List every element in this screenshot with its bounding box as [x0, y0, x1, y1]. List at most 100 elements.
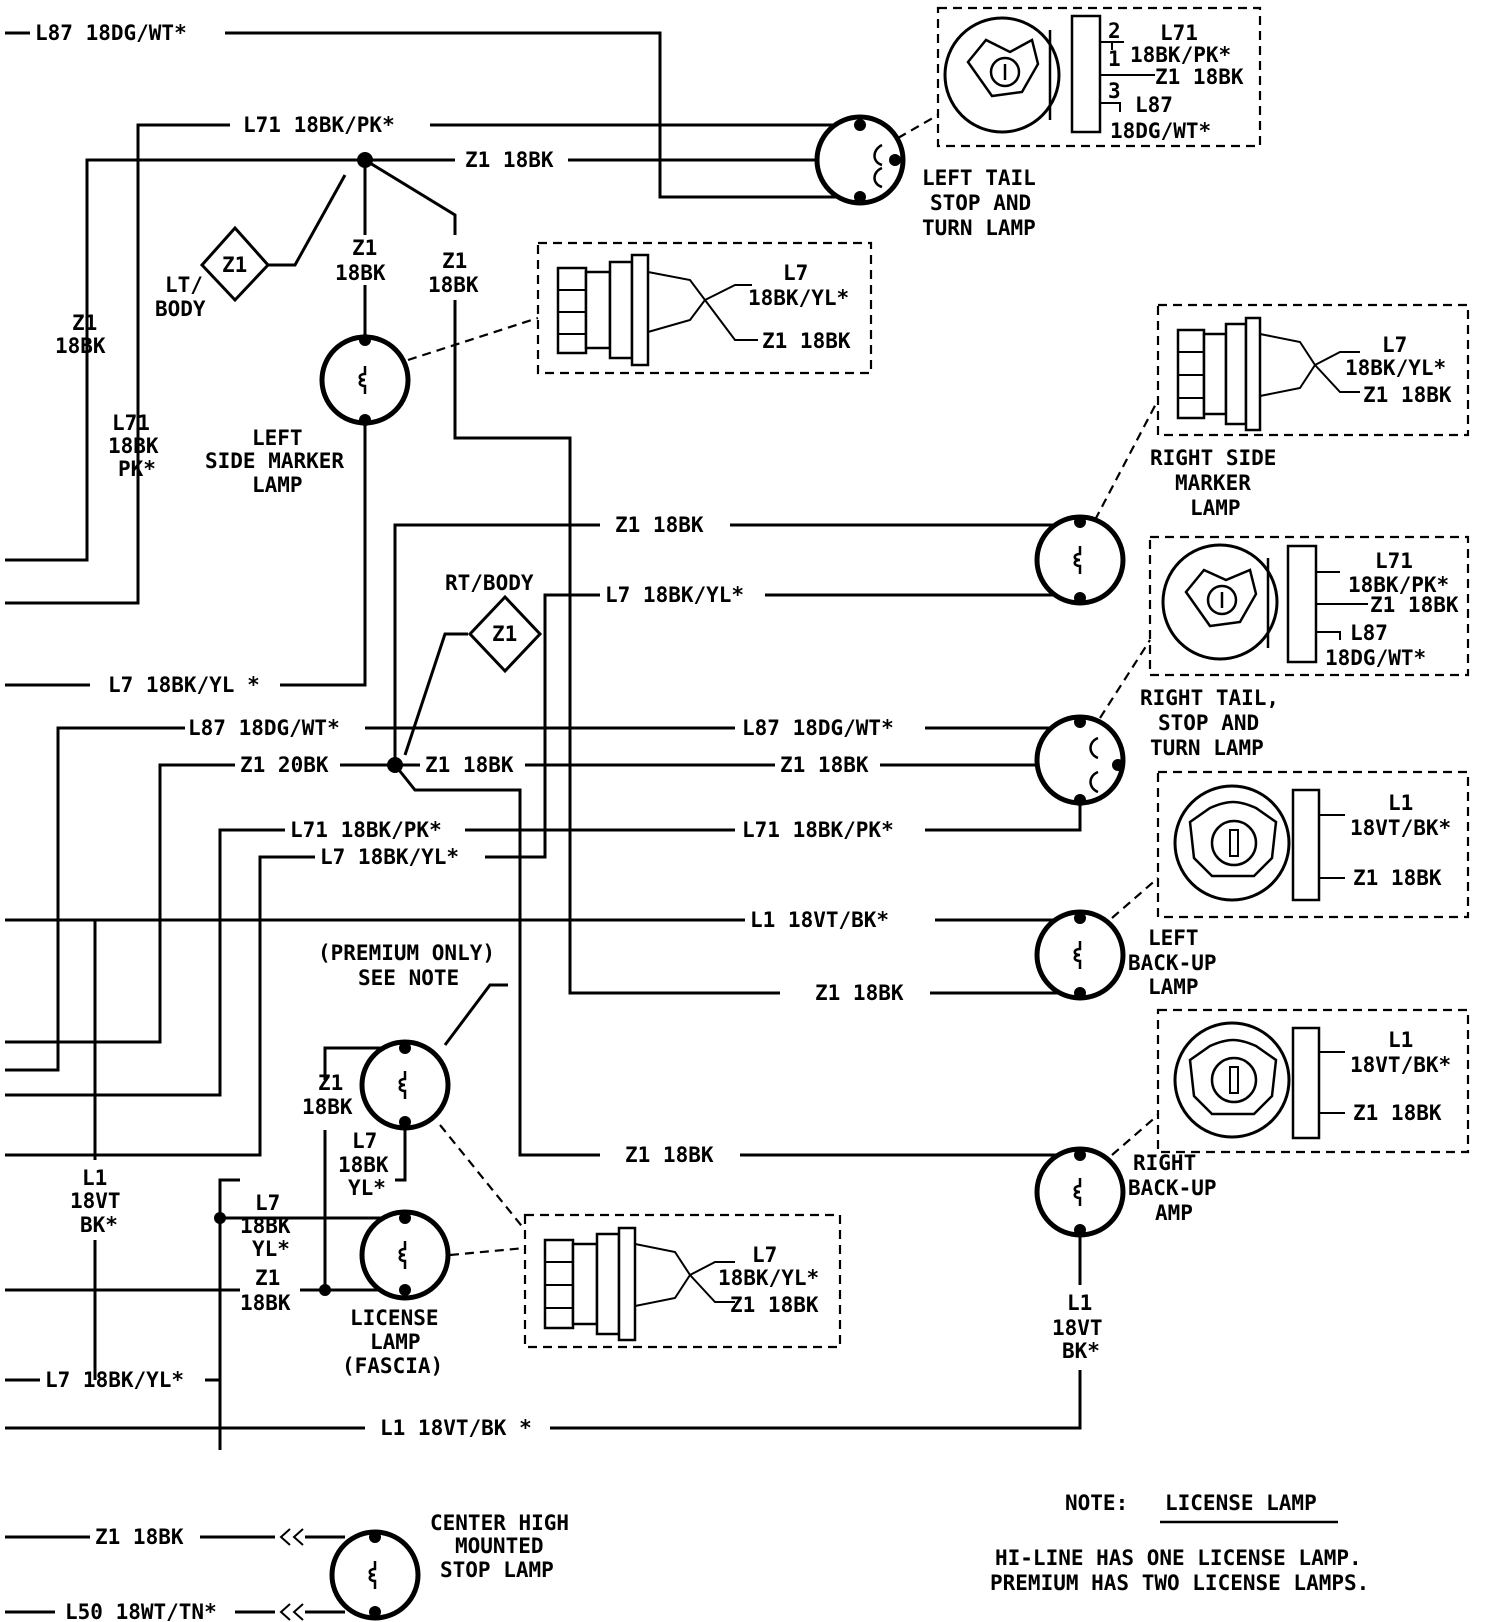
- svg-text:LAMP: LAMP: [1148, 975, 1199, 999]
- svg-text:YL*: YL*: [252, 1237, 290, 1261]
- svg-text:L87 18DG/WT*: L87 18DG/WT*: [188, 716, 340, 740]
- wire-label-l87-top: L87 18DG/WT*: [35, 21, 187, 45]
- svg-text:L1 18VT/BK*: L1 18VT/BK*: [750, 908, 889, 932]
- svg-text:18BK/YL*: 18BK/YL*: [748, 286, 849, 310]
- svg-text:L71: L71: [1375, 549, 1413, 573]
- svg-text:BK*: BK*: [80, 1213, 118, 1237]
- svg-text:(FASCIA): (FASCIA): [342, 1354, 443, 1378]
- left-back-up-lamp: [1034, 909, 1126, 1001]
- svg-text:L7: L7: [352, 1129, 377, 1153]
- svg-text:18BK/YL*: 18BK/YL*: [1345, 356, 1446, 380]
- wire-label-z1-top: Z1 18BK: [465, 148, 554, 172]
- svg-text:L7: L7: [255, 1191, 280, 1215]
- svg-text:(PREMIUM ONLY): (PREMIUM ONLY): [318, 941, 495, 965]
- svg-text:STOP AND: STOP AND: [1158, 711, 1259, 735]
- svg-text:BK*: BK*: [1062, 1339, 1100, 1363]
- svg-text:L87: L87: [1135, 93, 1173, 117]
- connector-license-lamp: L7 18BK/YL* Z1 18BK: [439, 1124, 842, 1349]
- svg-text:Z1 18BK: Z1 18BK: [1363, 383, 1452, 407]
- svg-text:Z1 18BK: Z1 18BK: [1155, 65, 1244, 89]
- svg-text:2: 2: [1108, 19, 1121, 43]
- license-lamp-premium: [359, 1039, 451, 1131]
- splice-nodes: [214, 152, 403, 1296]
- svg-text:Z1 18BK: Z1 18BK: [780, 753, 869, 777]
- svg-text:LICENSE: LICENSE: [350, 1306, 439, 1330]
- svg-text:18BK: 18BK: [240, 1214, 291, 1238]
- ground-symbol-rt: Z1: [492, 622, 517, 646]
- connector-left-side-marker: L7 18BK/YL* Z1 18BK: [407, 241, 873, 375]
- svg-text:MOUNTED: MOUNTED: [455, 1534, 544, 1558]
- svg-text:18BK: 18BK: [338, 1153, 389, 1177]
- left-side-marker-lamp: [319, 334, 411, 426]
- svg-text:18VT/BK*: 18VT/BK*: [1350, 1053, 1451, 1077]
- svg-text:MARKER: MARKER: [1175, 471, 1251, 495]
- svg-text:18BK: 18BK: [108, 434, 159, 458]
- svg-text:Z1: Z1: [442, 249, 467, 273]
- svg-text:LEFT TAIL: LEFT TAIL: [922, 166, 1036, 190]
- svg-text:Z1 18BK: Z1 18BK: [1353, 866, 1442, 890]
- license-lamp-note: NOTE: LICENSE LAMP HI-LINE HAS ONE LICEN…: [990, 1491, 1369, 1595]
- svg-text:TURN LAMP: TURN LAMP: [1150, 736, 1264, 760]
- svg-text:BACK-UP: BACK-UP: [1128, 1176, 1217, 1200]
- ground-label-lt-body-b: BODY: [155, 297, 206, 321]
- svg-text:18VT: 18VT: [1052, 1316, 1103, 1340]
- svg-text:STOP AND: STOP AND: [930, 191, 1031, 215]
- svg-text:18VT: 18VT: [70, 1189, 121, 1213]
- svg-text:PK*: PK*: [118, 457, 156, 481]
- svg-text:L87 18DG/WT*: L87 18DG/WT*: [742, 716, 894, 740]
- svg-text:LAMP: LAMP: [252, 473, 303, 497]
- svg-text:18BK: 18BK: [302, 1095, 353, 1119]
- svg-text:L1: L1: [1388, 791, 1413, 815]
- connector-left-back-up: L1 18VT/BK* Z1 18BK: [1111, 770, 1470, 919]
- wire-labels: L87 18DG/WT* L71 18BK/PK* Z1 18BK Z1 18B…: [35, 21, 1103, 1622]
- svg-text:18DG/WT*: 18DG/WT*: [1110, 119, 1211, 143]
- svg-text:L7: L7: [783, 261, 808, 285]
- svg-text:18BK: 18BK: [240, 1291, 291, 1315]
- svg-text:L50 18WT/TN*: L50 18WT/TN*: [65, 1600, 217, 1622]
- svg-text:3: 3: [1108, 79, 1121, 103]
- svg-text:Z1 18BK: Z1 18BK: [730, 1293, 819, 1317]
- svg-text:18DG/WT*: 18DG/WT*: [1325, 646, 1426, 670]
- connector-right-side-marker: L7 18BK/YL* Z1 18BK: [1094, 303, 1470, 521]
- svg-text:L7 18BK/YL*: L7 18BK/YL*: [320, 845, 459, 869]
- svg-text:L1: L1: [1067, 1291, 1092, 1315]
- svg-text:Z1: Z1: [352, 236, 377, 260]
- svg-text:18BK/PK*: 18BK/PK*: [1348, 573, 1449, 597]
- splice-node-license-b: [319, 1284, 331, 1296]
- svg-text:LEFT: LEFT: [252, 426, 303, 450]
- svg-text:L1: L1: [1388, 1028, 1413, 1052]
- svg-text:L71 18BK/PK*: L71 18BK/PK*: [742, 818, 894, 842]
- splice-node-top: [357, 152, 373, 168]
- right-tail-stop-turn-lamp: [1034, 714, 1126, 806]
- wire-label-l71-top: L71 18BK/PK*: [243, 113, 395, 137]
- left-tail-stop-turn-lamp: [814, 114, 906, 206]
- svg-text:L7: L7: [1382, 333, 1407, 357]
- svg-text:Z1 18BK: Z1 18BK: [1353, 1101, 1442, 1125]
- connector-right-back-up: L1 18VT/BK* Z1 18BK: [1111, 1008, 1470, 1156]
- note-line-1: HI-LINE HAS ONE LICENSE LAMP.: [995, 1546, 1362, 1570]
- note-line-2: PREMIUM HAS TWO LICENSE LAMPS.: [990, 1571, 1369, 1595]
- svg-text:L1 18VT/BK *: L1 18VT/BK *: [380, 1416, 532, 1440]
- svg-text:L71 18BK/PK*: L71 18BK/PK*: [290, 818, 442, 842]
- svg-text:L87: L87: [1350, 621, 1388, 645]
- right-back-up-lamp: [1034, 1146, 1126, 1238]
- svg-text:18BK/YL*: 18BK/YL*: [718, 1266, 819, 1290]
- svg-text:Z1 18BK: Z1 18BK: [1370, 593, 1459, 617]
- svg-text:AMP: AMP: [1155, 1201, 1193, 1225]
- svg-text:Z1 18BK: Z1 18BK: [815, 981, 904, 1005]
- svg-text:Z1 18BK: Z1 18BK: [425, 753, 514, 777]
- svg-text:L7: L7: [752, 1243, 777, 1267]
- svg-text:BACK-UP: BACK-UP: [1128, 951, 1217, 975]
- svg-text:SIDE MARKER: SIDE MARKER: [205, 449, 344, 473]
- svg-text:L7 18BK/YL*: L7 18BK/YL*: [605, 583, 744, 607]
- svg-text:18BK/PK*: 18BK/PK*: [1130, 43, 1231, 67]
- svg-text:Z1 18BK: Z1 18BK: [625, 1143, 714, 1167]
- svg-text:Z1: Z1: [255, 1266, 280, 1290]
- ground-lt-body: Z1: [199, 225, 271, 303]
- svg-text:L7 18BK/YL *: L7 18BK/YL *: [108, 673, 260, 697]
- component-labels: LEFT TAIL STOP AND TURN LAMP LEFT SIDE M…: [205, 166, 1279, 1582]
- connector-left-tail: 2 1 3 L71 18BK/PK* Z1 18BK L87 18DG/WT*: [897, 6, 1262, 148]
- svg-text:YL*: YL*: [348, 1176, 386, 1200]
- svg-text:Z1 18BK: Z1 18BK: [762, 329, 851, 353]
